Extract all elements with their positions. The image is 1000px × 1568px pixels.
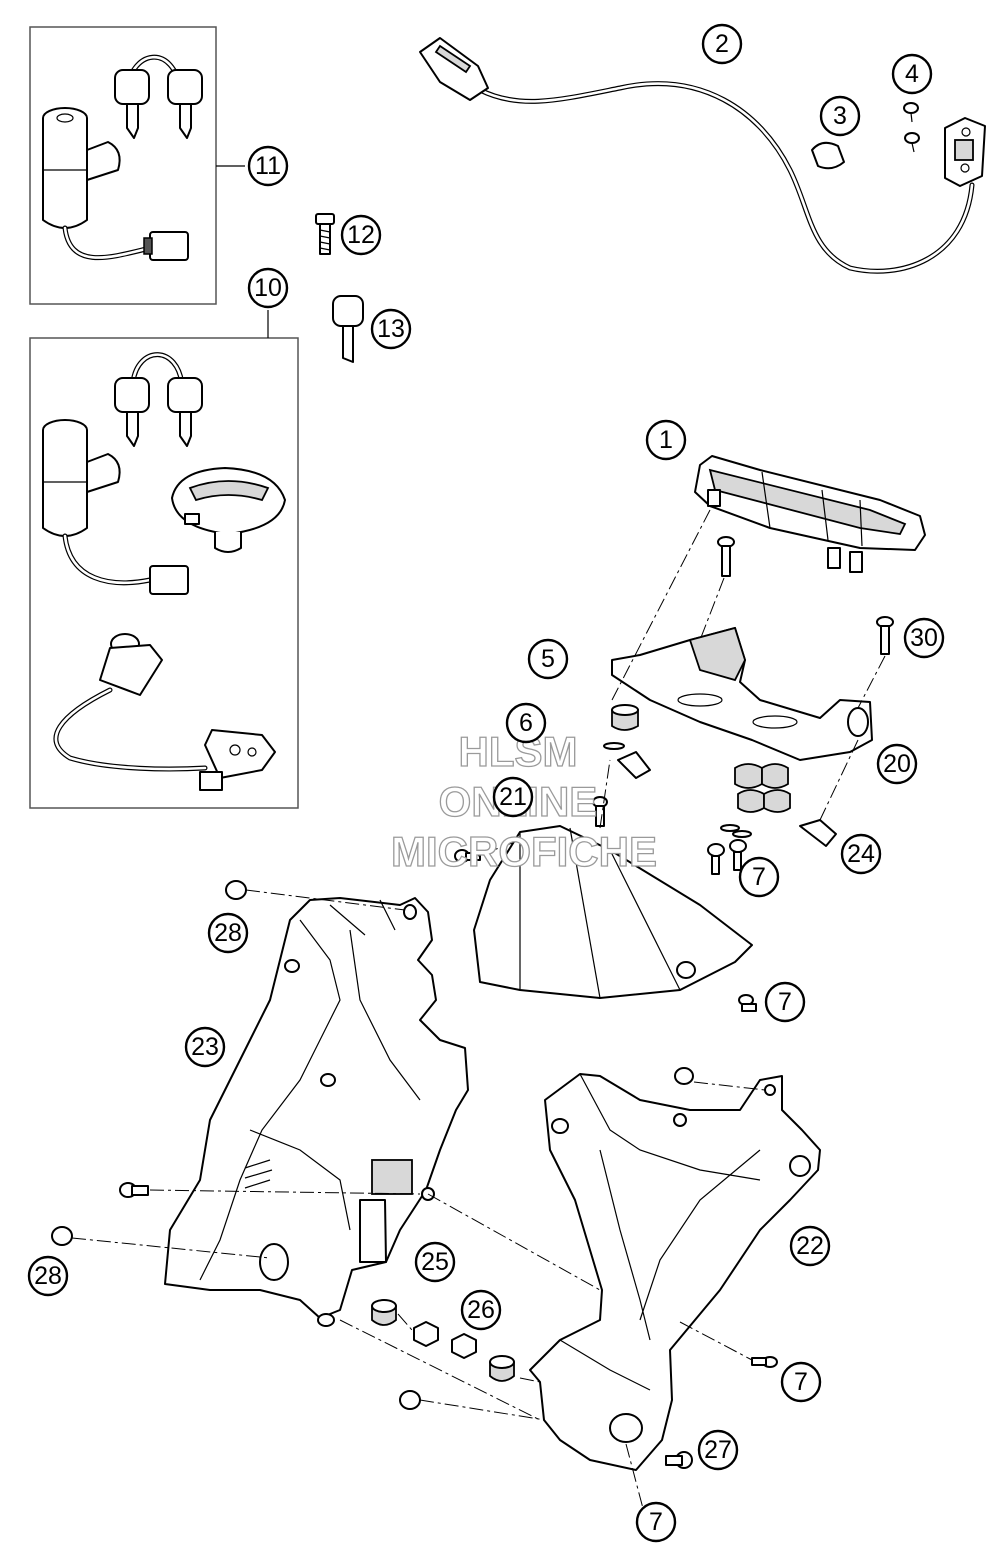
svg-text:7: 7 — [752, 863, 766, 891]
svg-text:30: 30 — [910, 624, 938, 652]
callout-11[interactable]: 11 — [247, 145, 289, 187]
callout-7a[interactable]: 7 — [738, 856, 780, 898]
clip-24 — [799, 819, 837, 847]
svg-text:12: 12 — [347, 221, 375, 249]
svg-text:10: 10 — [254, 274, 282, 302]
headlight-mask-right-22 — [529, 1067, 821, 1471]
ignition-kit-10-box — [29, 337, 299, 809]
bolt-left — [119, 1182, 149, 1198]
svg-text:7: 7 — [794, 1368, 808, 1396]
callout-7d[interactable]: 7 — [635, 1501, 677, 1543]
svg-text:28: 28 — [34, 1262, 62, 1290]
screw — [454, 849, 481, 863]
svg-text:28: 28 — [214, 919, 242, 947]
callout-2[interactable]: 2 — [701, 23, 743, 65]
key-13 — [332, 295, 364, 363]
callout-10[interactable]: 10 — [247, 267, 289, 309]
svg-text:5: 5 — [541, 645, 555, 673]
svg-text:6: 6 — [519, 709, 533, 737]
svg-text:11: 11 — [255, 152, 281, 180]
callout-28a[interactable]: 28 — [207, 912, 249, 954]
callout-7b[interactable]: 7 — [764, 981, 806, 1023]
callout-12[interactable]: 12 — [340, 214, 382, 256]
callout-30[interactable]: 30 — [903, 617, 945, 659]
svg-text:22: 22 — [796, 1232, 824, 1260]
assembly-lines — [71, 509, 886, 1517]
svg-text:4: 4 — [905, 60, 919, 88]
callout-6[interactable]: 6 — [505, 702, 547, 744]
seat-lock — [53, 633, 276, 791]
svg-text:13: 13 — [377, 315, 405, 343]
svg-text:1: 1 — [659, 426, 673, 454]
callout-3[interactable]: 3 — [819, 95, 861, 137]
svg-text:23: 23 — [191, 1033, 219, 1061]
callout-20[interactable]: 20 — [876, 743, 918, 785]
callout-25[interactable]: 25 — [414, 1241, 456, 1283]
clip-3 — [811, 141, 845, 170]
ignition-lock-10 — [42, 352, 203, 595]
sensor-holder — [944, 117, 986, 187]
callout-21[interactable]: 21 — [492, 776, 534, 818]
watermark-line1: HLSM — [459, 728, 578, 775]
rubber-bushing-5 — [611, 704, 639, 731]
svg-text:3: 3 — [833, 102, 847, 130]
screw-12 — [315, 213, 335, 255]
callout-4[interactable]: 4 — [891, 53, 933, 95]
callout-27[interactable]: 27 — [697, 1429, 739, 1471]
callout-23[interactable]: 23 — [184, 1026, 226, 1068]
bolt-27 — [665, 1451, 693, 1469]
headlight-mask-left-23 — [164, 897, 469, 1327]
svg-text:26: 26 — [467, 1296, 495, 1324]
callout-5[interactable]: 5 — [527, 638, 569, 680]
svg-text:20: 20 — [883, 750, 911, 778]
spacer-25 — [371, 1299, 397, 1326]
callout-13[interactable]: 13 — [370, 308, 412, 350]
windscreen — [473, 825, 753, 999]
washers-6 — [603, 742, 752, 838]
instrument-bracket-20 — [611, 626, 873, 761]
callout-1[interactable]: 1 — [645, 419, 687, 461]
bolt-30 — [876, 616, 894, 655]
svg-text:7: 7 — [778, 988, 792, 1016]
callout-26[interactable]: 26 — [460, 1289, 502, 1331]
svg-text:7: 7 — [649, 1508, 663, 1536]
watermark-line3: MICROFICHE — [391, 828, 657, 875]
ignition-lock-11 — [42, 54, 203, 261]
bolts-28 — [51, 880, 421, 1410]
svg-text:2: 2 — [715, 30, 729, 58]
fuel-tank-cap — [171, 467, 286, 553]
callout-7c[interactable]: 7 — [780, 1361, 822, 1403]
svg-text:27: 27 — [704, 1436, 732, 1464]
clip-21 — [592, 751, 651, 827]
svg-text:25: 25 — [421, 1248, 449, 1276]
rubber-bushings — [734, 763, 791, 813]
callout-28b[interactable]: 28 — [27, 1255, 69, 1297]
nuts-26 — [413, 1321, 515, 1382]
callout-24[interactable]: 24 — [840, 833, 882, 875]
screws-4 — [903, 102, 920, 153]
svg-text:24: 24 — [847, 840, 875, 868]
callout-22[interactable]: 22 — [789, 1225, 831, 1267]
svg-text:21: 21 — [499, 783, 527, 811]
bolt — [717, 536, 735, 577]
instrument-cluster-1 — [694, 455, 926, 573]
speed-sensor-cable-2 — [419, 37, 975, 274]
